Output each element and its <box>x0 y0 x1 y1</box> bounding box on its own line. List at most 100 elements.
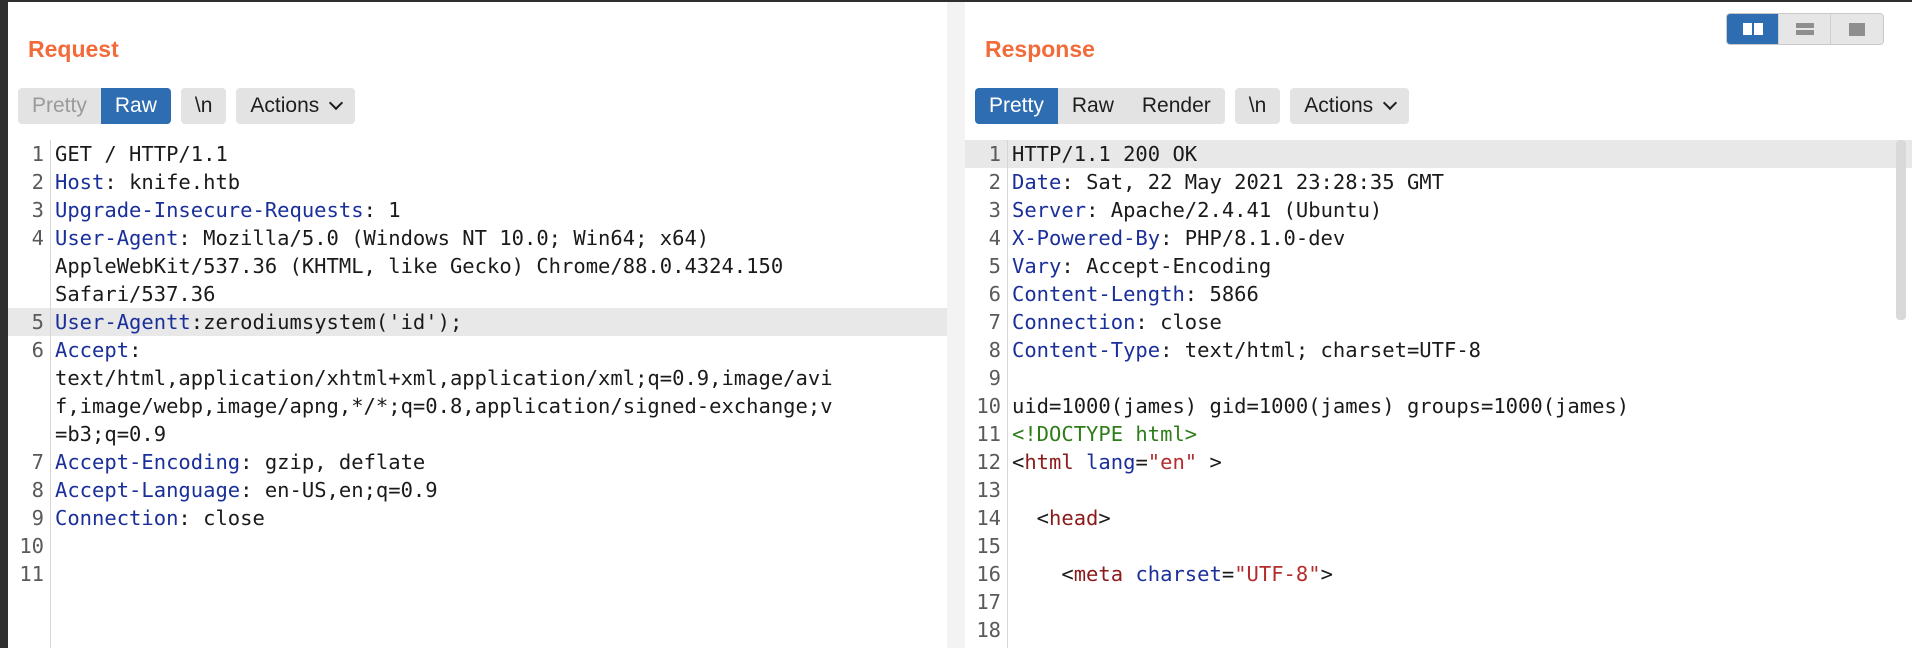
code-line[interactable]: 11<!DOCTYPE html> <box>965 420 1912 448</box>
html-token: < <box>1012 562 1074 586</box>
header-value: knife.htb <box>129 170 241 194</box>
request-actions-label: Actions <box>250 94 320 117</box>
code-line[interactable]: 11 <box>8 560 947 588</box>
line-content <box>1007 588 1912 616</box>
request-pane: Request Pretty Raw \n Actions 1 GET / HTT… <box>8 2 947 648</box>
message-editor: Request Pretty Raw \n Actions 1 GET / HTT… <box>8 2 1912 648</box>
line-content: <head> <box>1007 504 1912 532</box>
split-horizontal-button[interactable] <box>1727 14 1779 44</box>
line-content: <meta charset="UTF-8"> <box>1007 560 1912 588</box>
header-name: Date <box>1012 170 1062 194</box>
line-number: 5 <box>31 310 44 334</box>
split-vertical-button[interactable] <box>1779 14 1831 44</box>
single-pane-icon <box>1849 22 1865 36</box>
line-number: 14 <box>976 506 1001 530</box>
header-name: Server <box>1012 198 1087 222</box>
header-separator: : <box>178 226 204 250</box>
code-line[interactable]: 15 <box>965 532 1912 560</box>
line-number: 16 <box>976 562 1001 586</box>
wrapped-line: text/html,application/xhtml+xml,applicat… <box>55 366 833 390</box>
code-line[interactable]: 9 <box>965 364 1912 392</box>
line-number: 13 <box>976 478 1001 502</box>
line-content <box>1007 476 1912 504</box>
line-number: 17 <box>976 590 1001 614</box>
response-toolbar: Pretty Raw Render \n Actions <box>975 88 1410 124</box>
request-newline-toggle[interactable]: \n <box>180 88 227 124</box>
code-line[interactable]: 13 <box>965 476 1912 504</box>
html-token: meta <box>1073 562 1124 586</box>
wrapped-line: =b3;q=0.9 <box>55 422 167 446</box>
code-line[interactable]: 12<html lang="en" > <box>965 448 1912 476</box>
header-separator: : <box>178 506 204 530</box>
code-line[interactable]: 1 GET / HTTP/1.1 <box>8 140 947 168</box>
html-token: <!DOCTYPE html> <box>1012 422 1198 446</box>
line-number: 10 <box>19 534 44 558</box>
html-token: = <box>1221 562 1235 586</box>
line-content: GET / HTTP/1.1 <box>50 140 947 168</box>
response-newline-toggle[interactable]: \n <box>1234 88 1281 124</box>
line-number: 8 <box>988 338 1001 362</box>
code-line[interactable]: 18 <box>965 616 1912 644</box>
request-tab-raw[interactable]: Raw <box>100 88 171 124</box>
line-number: 10 <box>976 394 1001 418</box>
pane-divider[interactable] <box>947 2 965 648</box>
request-title: Request <box>28 36 119 62</box>
header-name: Content-Type <box>1012 338 1161 362</box>
single-pane-button[interactable] <box>1831 14 1883 44</box>
line-number: 1 <box>31 142 44 166</box>
header-value: 1 <box>388 198 401 222</box>
header-value: uid=1000(james) gid=1000(james) groups=1… <box>1012 394 1630 418</box>
html-token: charset <box>1135 562 1222 586</box>
html-token: "en" <box>1147 450 1198 474</box>
response-tab-render[interactable]: Render <box>1127 88 1225 124</box>
line-number: 2 <box>31 170 44 194</box>
header-value: Sat, 22 May 2021 23:28:35 GMT <box>1086 170 1444 194</box>
line-content: Accept-Language: en-US,en;q=0.9 <box>50 476 947 504</box>
header-name: Host <box>55 170 105 194</box>
html-token: > <box>1320 562 1333 586</box>
code-line[interactable]: 14 <head> <box>965 504 1912 532</box>
code-line[interactable]: 10 <box>8 532 947 560</box>
header-value: GET / HTTP/1.1 <box>55 142 228 166</box>
wrapped-line: Safari/537.36 <box>55 282 216 306</box>
header-separator: : <box>240 450 265 474</box>
response-actions-button[interactable]: Actions <box>1290 88 1410 124</box>
line-number: 3 <box>31 198 44 222</box>
line-content: User-Agent: Mozilla/5.0 (Windows NT 10.0… <box>50 224 947 308</box>
header-separator: : <box>1135 310 1161 334</box>
response-scrollbar[interactable] <box>1896 140 1906 320</box>
code-line[interactable]: 16 <meta charset="UTF-8"> <box>965 560 1912 588</box>
request-tab-pretty[interactable]: Pretty <box>18 88 101 124</box>
header-name: Content-Length <box>1012 282 1185 306</box>
header-value: gzip, deflate <box>264 450 426 474</box>
header-value: close <box>1160 310 1222 334</box>
response-tab-raw[interactable]: Raw <box>1057 88 1128 124</box>
code-line[interactable]: 17 <box>965 588 1912 616</box>
line-content: Server: Apache/2.4.41 (Ubuntu) <box>1007 196 1912 224</box>
header-name: Vary <box>1012 254 1062 278</box>
response-tab-pretty[interactable]: Pretty <box>975 88 1058 124</box>
code-line[interactable]: 10 uid=1000(james) gid=1000(james) groups… <box>965 392 1912 420</box>
request-actions-button[interactable]: Actions <box>236 88 356 124</box>
line-number: 7 <box>31 450 44 474</box>
line-content: Content-Length: 5866 <box>1007 280 1912 308</box>
